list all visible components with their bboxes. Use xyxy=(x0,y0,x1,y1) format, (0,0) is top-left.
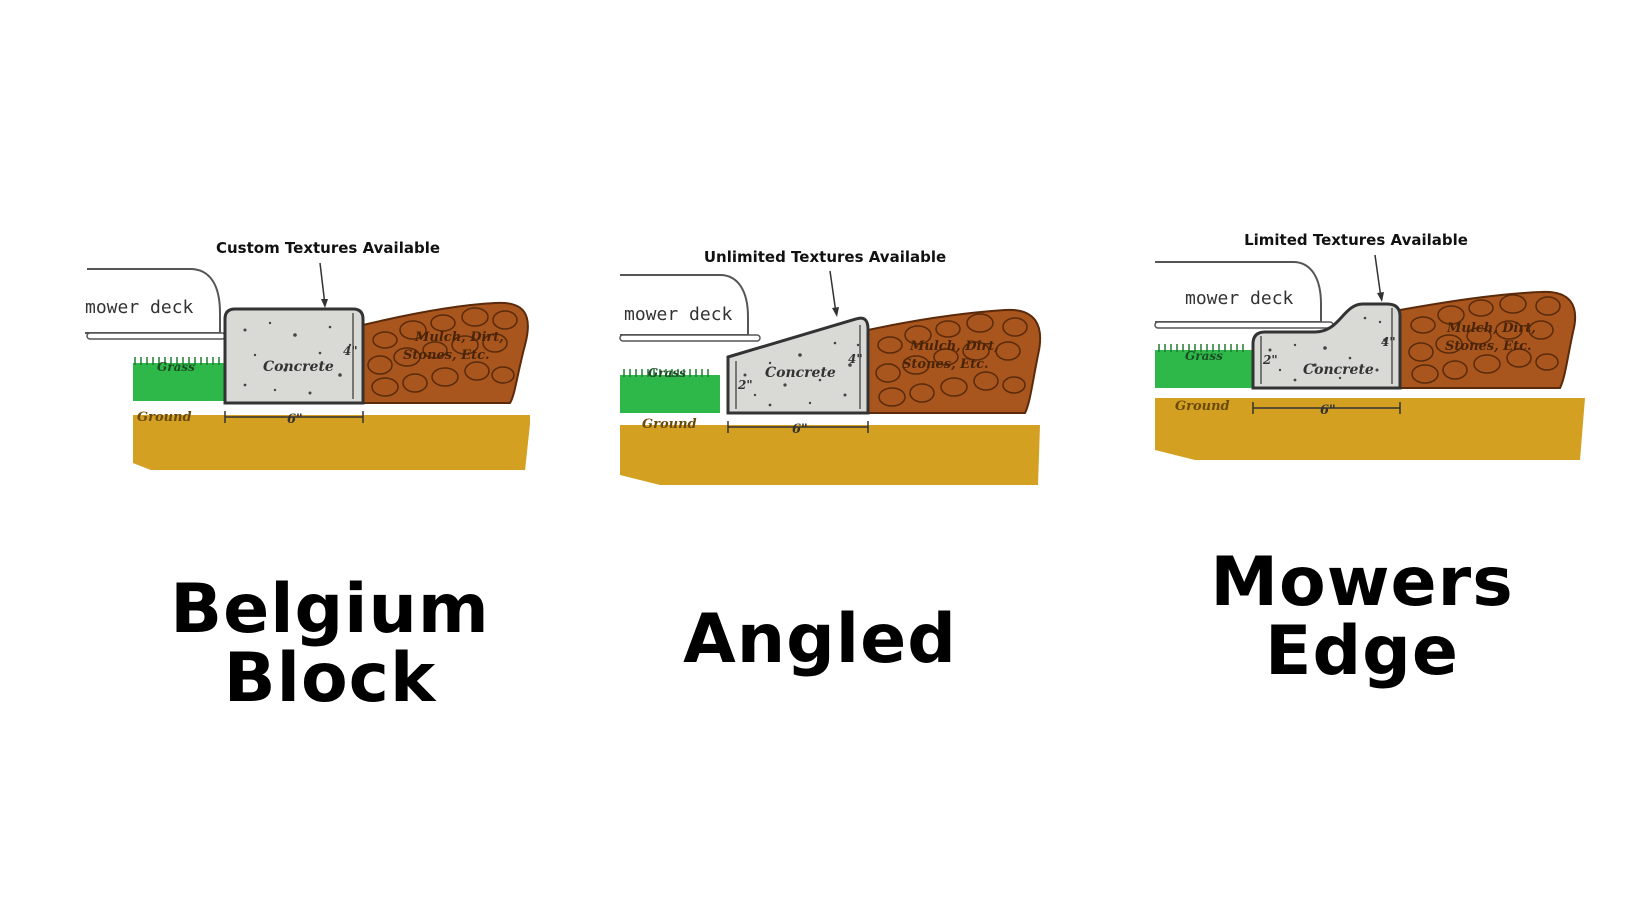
title-line: Angled xyxy=(683,600,957,679)
ground-label: Ground xyxy=(642,417,697,432)
concrete-block xyxy=(726,316,870,415)
concrete-label: Concrete xyxy=(765,365,836,381)
height-dimension-low: 2" xyxy=(1262,353,1278,367)
mulch-layer xyxy=(867,308,1042,414)
grass-label: Grass xyxy=(1185,349,1223,363)
mower-deck-label: mower deck xyxy=(624,304,733,325)
ground-label: Ground xyxy=(1175,399,1230,414)
mulch-label-line2: Stones, Etc. xyxy=(1445,339,1532,354)
curb-diagram-belgium-block: Mulch, Dirt, Stones, Etc. mower deck Con… xyxy=(85,262,530,470)
curb-style-title: Belgium Block xyxy=(170,575,490,714)
mower-deck-label: mower deck xyxy=(1185,288,1294,309)
height-dimension-high: 4" xyxy=(848,352,863,366)
concrete-block xyxy=(1251,302,1402,390)
title-line: Edge xyxy=(1265,612,1459,692)
height-dimension-low: 2" xyxy=(737,378,753,392)
mower-deck xyxy=(620,274,749,336)
width-dimension: 6" xyxy=(287,412,303,427)
panel-angled: Unlimited Textures Available Mulch, Dirt… xyxy=(540,0,1080,924)
curb-diagram-angled: Mulch, Dirt, Stones, Etc. mower deck Con… xyxy=(619,270,1042,485)
concrete-label: Concrete xyxy=(263,359,334,375)
mulch-label-line1: Mulch, Dirt, xyxy=(1446,321,1536,336)
ground-layer xyxy=(1155,398,1585,460)
texture-note: Custom Textures Available xyxy=(215,239,441,257)
mulch-layer xyxy=(1399,290,1577,389)
concrete-block xyxy=(223,307,365,405)
mulch-label-line1: Mulch, Dirt, xyxy=(414,330,504,345)
mulch-label-line1: Mulch, Dirt, xyxy=(909,339,999,354)
height-dimension: 4" xyxy=(343,344,358,358)
width-dimension: 6" xyxy=(792,422,808,437)
grass-layer xyxy=(620,375,720,413)
mower-deck xyxy=(1155,261,1322,323)
grass-label: Grass xyxy=(648,366,686,380)
grass-layer xyxy=(1155,350,1253,388)
title-line: Belgium xyxy=(170,570,490,649)
panel-mowers-edge: Limited Textures Available Mulch, Dirt, … xyxy=(1080,0,1640,924)
curb-style-title: Angled xyxy=(683,600,957,679)
width-dimension: 6" xyxy=(1320,403,1336,418)
mulch-label-line2: Stones, Etc. xyxy=(902,357,989,372)
grass-layer xyxy=(133,363,225,401)
mower-deck-label: mower deck xyxy=(85,297,194,318)
mulch-label-line2: Stones, Etc. xyxy=(403,348,490,363)
panel-belgium-block: Custom Textures Available Mulch, Dirt, S… xyxy=(0,0,540,924)
concrete-label: Concrete xyxy=(1303,362,1374,378)
title-line: Block xyxy=(223,639,437,719)
title-line: Mowers xyxy=(1210,543,1514,622)
curb-diagram-mowers-edge: Mulch, Dirt, Stones, Etc. mower deck Con… xyxy=(1154,254,1585,460)
ground-label: Ground xyxy=(137,410,192,425)
height-dimension-high: 4" xyxy=(1381,335,1396,349)
texture-note: Unlimited Textures Available xyxy=(703,248,947,266)
mower-deck xyxy=(85,268,221,334)
ground-layer xyxy=(620,425,1040,485)
texture-note: Limited Textures Available xyxy=(1244,231,1468,249)
curb-style-title: Mowers Edge xyxy=(1210,548,1513,687)
grass-label: Grass xyxy=(157,360,195,374)
